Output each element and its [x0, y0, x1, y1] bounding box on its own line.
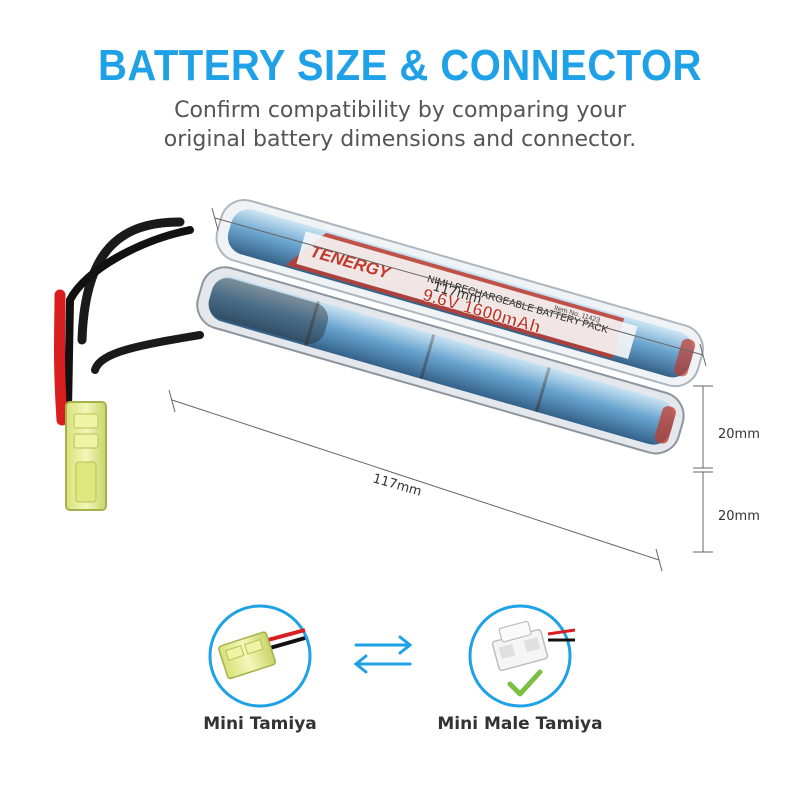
connector-label-mini-tamiya: Mini Tamiya [203, 714, 317, 734]
subtitle-line-1: Confirm compatibility by comparing your [174, 98, 626, 123]
battery-wires [54, 217, 204, 426]
dimension-bottom-length: 117mm [371, 471, 423, 499]
dimension-top-height: 20mm [718, 427, 760, 442]
dimension-lines [168, 207, 713, 572]
connector-mini-tamiya-circle [208, 604, 312, 708]
check-mark-icon [507, 669, 543, 697]
battery-pack: TENERGY NIMH RECHARGEABLE BATTERY PACK I… [196, 199, 704, 455]
battery-stick-bottom [196, 266, 685, 455]
dimension-bottom-height: 20mm [718, 509, 760, 524]
subtitle-line-2: original battery dimensions and connecto… [163, 127, 637, 152]
page-title: BATTERY SIZE & CONNECTOR [98, 42, 702, 90]
pack-connector [65, 401, 107, 511]
connector-label-mini-male-tamiya: Mini Male Tamiya [437, 714, 603, 734]
connector-mini-male-tamiya-circle [468, 604, 576, 708]
battery-stick-top: TENERGY NIMH RECHARGEABLE BATTERY PACK I… [215, 199, 704, 388]
swap-arrows-icon [353, 635, 413, 674]
